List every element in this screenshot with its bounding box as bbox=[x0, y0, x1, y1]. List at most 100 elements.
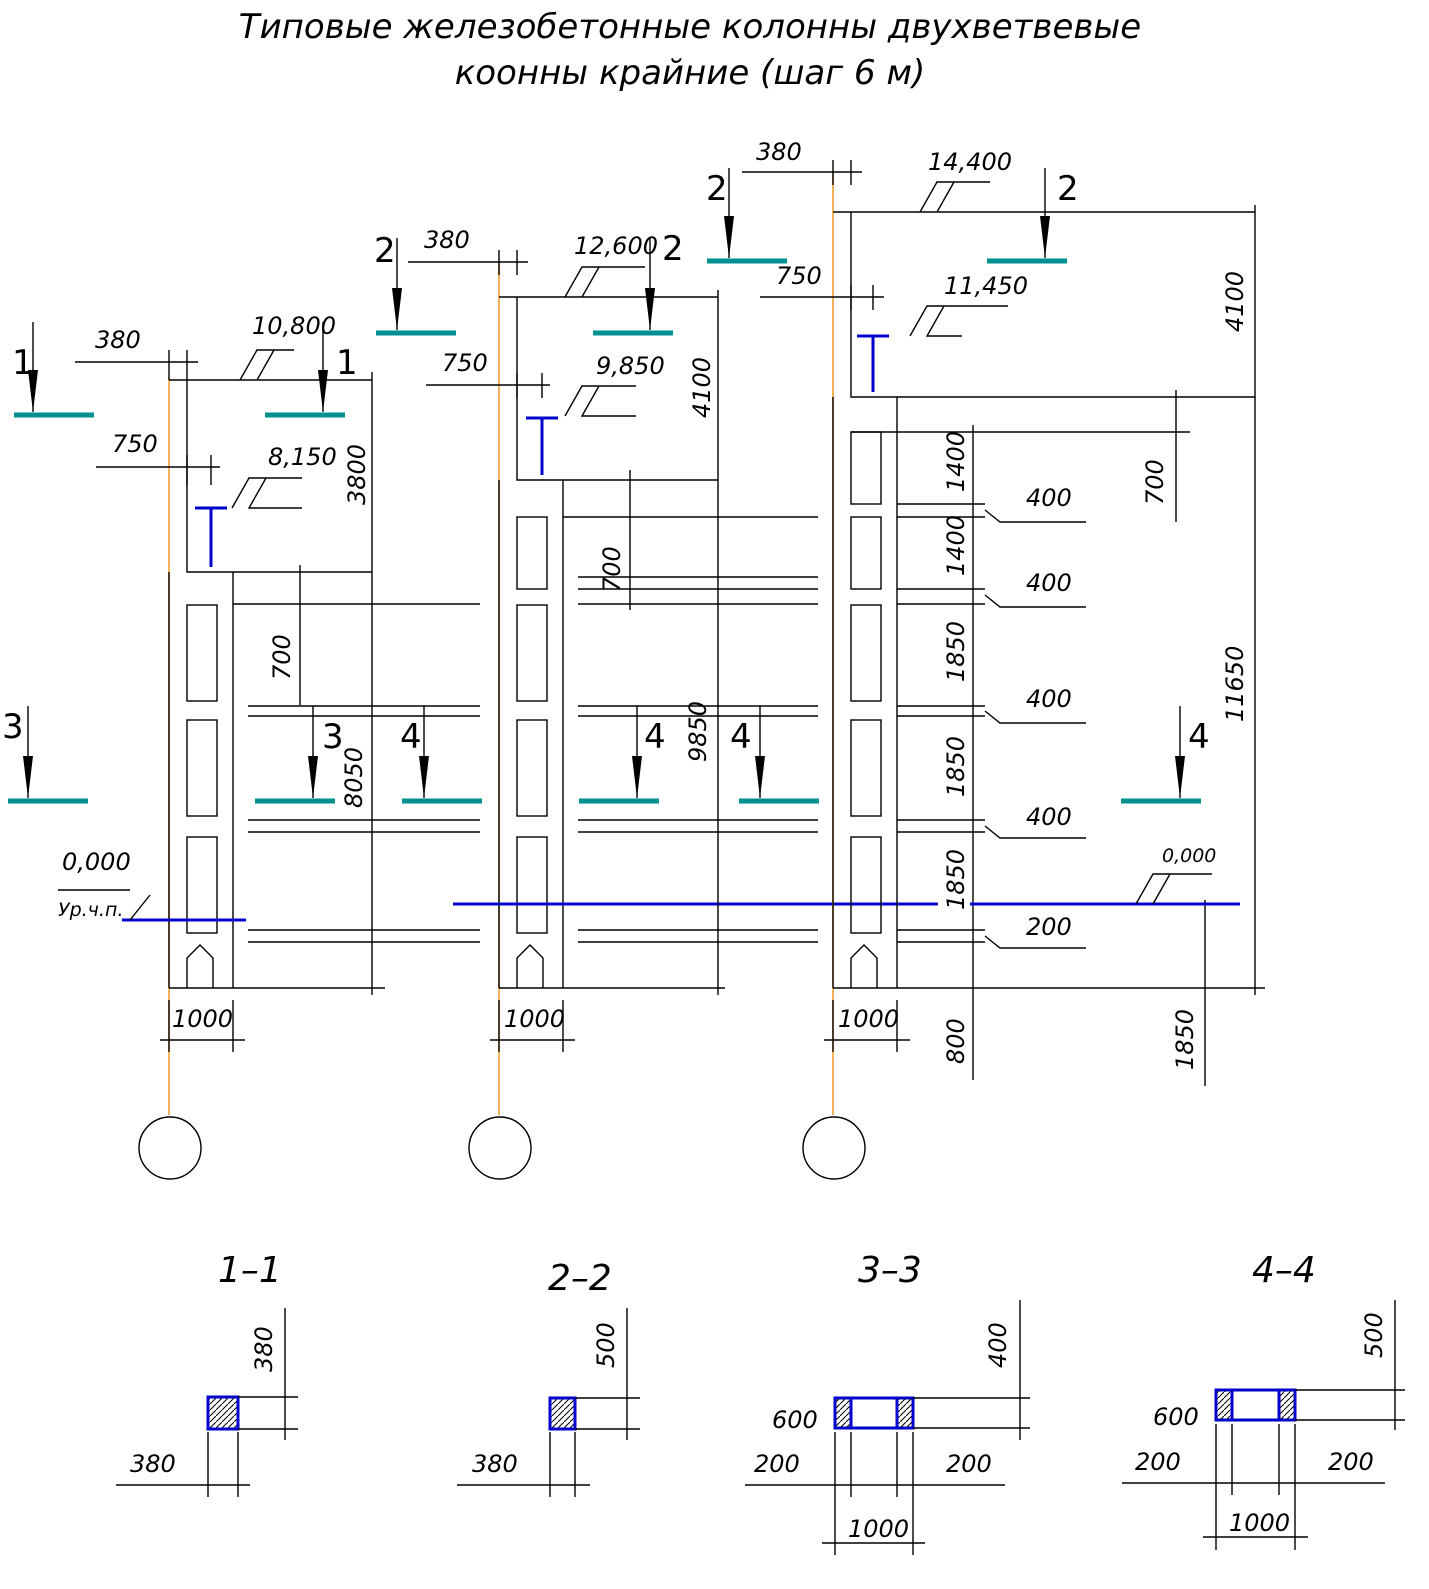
section-3-3-branch bbox=[836, 1399, 850, 1427]
column-2-axis-bubble bbox=[468, 1116, 532, 1180]
section-arrow-head bbox=[755, 756, 765, 798]
column-2-opening bbox=[516, 604, 548, 702]
section-label: 2 bbox=[662, 229, 684, 269]
column-1-dim-750-text: 750 bbox=[112, 430, 158, 458]
column-3-dim-1850-text: 1850 bbox=[942, 736, 970, 797]
column-1-elevation: 380 750 700 3800 8050 1000 10,800 8,150 … bbox=[58, 312, 480, 1180]
section-label: 4 bbox=[400, 717, 422, 757]
title-line-2: коонны крайние (шаг 6 м) bbox=[455, 53, 926, 93]
section-2-2-w: 380 bbox=[472, 1450, 518, 1478]
column-2-elev-top-text: 12,600 bbox=[574, 232, 658, 260]
column-1-elev-top-mark bbox=[239, 349, 294, 381]
section-2-2-dims bbox=[457, 1308, 640, 1497]
section-4-4-right: 200 bbox=[1328, 1448, 1374, 1476]
column-3-elev-zero-text: 0,000 bbox=[1162, 845, 1216, 867]
section-arrow-head bbox=[308, 756, 318, 798]
column-2-dim-9850-text: 9850 bbox=[684, 701, 712, 762]
column-1-section-marks: 1 1 3 3 4 bbox=[2, 322, 482, 804]
column-1-dim-1000 bbox=[160, 1000, 245, 1052]
column-2-opening bbox=[516, 836, 548, 934]
column-2-dim-380 bbox=[408, 250, 528, 275]
section-label: 3 bbox=[2, 707, 24, 747]
column-3-dim-200-text: 200 bbox=[1026, 913, 1072, 941]
column-3-dim-1000 bbox=[824, 1000, 910, 1052]
section-1-1-h: 380 bbox=[250, 1326, 278, 1372]
column-3-dim-1850-bottom-text: 1850 bbox=[1171, 1009, 1199, 1070]
column-2-opening bbox=[516, 516, 548, 590]
section-3-3-dims bbox=[745, 1300, 1030, 1555]
section-4-4-left: 200 bbox=[1135, 1448, 1181, 1476]
section-3-3-total: 1000 bbox=[848, 1515, 909, 1543]
section-4-4-title: 4–4 bbox=[1252, 1250, 1316, 1291]
section-4-4-dims bbox=[1122, 1300, 1405, 1550]
column-2-dim-750 bbox=[426, 373, 550, 398]
section-arrow-head bbox=[645, 288, 655, 330]
column-3-dim-750 bbox=[760, 285, 884, 310]
column-3-dim-11650-text: 11650 bbox=[1221, 646, 1249, 722]
column-3-opening bbox=[850, 431, 882, 505]
column-1-axis-bubble bbox=[138, 1116, 202, 1180]
section-3-3-title: 3–3 bbox=[858, 1250, 922, 1291]
column-3-axis-bubble bbox=[802, 1116, 866, 1180]
column-3-opening bbox=[850, 604, 882, 702]
column-1-dim-8050-text: 8050 bbox=[340, 747, 368, 808]
section-1-1-w: 380 bbox=[130, 1450, 176, 1478]
column-3-dim-1850-text: 1850 bbox=[942, 621, 970, 682]
section-1-1: 1–1 380 380 bbox=[116, 1250, 298, 1497]
column-2-branches bbox=[498, 480, 564, 988]
section-1-1-dims bbox=[116, 1308, 298, 1497]
section-2-2-h: 500 bbox=[592, 1322, 620, 1368]
section-3-3-right: 200 bbox=[946, 1450, 992, 1478]
column-3-dim-1400-text: 1400 bbox=[942, 515, 970, 576]
section-arrow-head bbox=[1040, 216, 1050, 258]
section-3-3: 3–3 400 600 200 200 1000 bbox=[745, 1250, 1030, 1555]
column-2-opening bbox=[516, 719, 548, 817]
column-1-dim-750 bbox=[96, 455, 220, 485]
column-1-elev-zero-mark bbox=[58, 889, 151, 921]
column-3-elevation: 380 750 1000 14,400 11,450 0,000 4100 70… bbox=[742, 138, 1265, 1180]
section-4-4-inner-text: 600 bbox=[1153, 1403, 1199, 1431]
column-2-dim-380-text: 380 bbox=[424, 226, 470, 254]
column-1-console bbox=[195, 506, 227, 567]
column-3-dim-4100-text: 4100 bbox=[1221, 271, 1249, 332]
section-4-4-total: 1000 bbox=[1229, 1509, 1290, 1537]
column-1-dim-1000-text: 1000 bbox=[172, 1005, 233, 1033]
section-arrow-head bbox=[23, 756, 33, 798]
section-3-3-h: 400 bbox=[984, 1322, 1012, 1368]
column-2-elev-console-mark bbox=[564, 385, 636, 417]
column-2-dim-1000-text: 1000 bbox=[504, 1005, 565, 1033]
column-3-dim-700-text: 700 bbox=[1141, 459, 1169, 505]
section-label: 2 bbox=[1057, 169, 1079, 209]
section-label: 3 bbox=[322, 717, 344, 757]
column-3-branches bbox=[832, 397, 898, 988]
column-1-elev-console-mark bbox=[231, 477, 302, 509]
column-3-dim-380-text: 380 bbox=[756, 138, 802, 166]
section-arrow-head bbox=[28, 370, 38, 412]
column-3-section-marks: 2 2 4 bbox=[706, 168, 1210, 804]
column-3-foot bbox=[850, 944, 878, 988]
column-3-floor-lines bbox=[833, 431, 1265, 989]
column-2-upper-part bbox=[499, 296, 718, 481]
section-3-3-inner-text: 600 bbox=[772, 1406, 818, 1434]
column-2-dim-700-text: 700 bbox=[598, 546, 626, 592]
column-2-elev-console-text: 9,850 bbox=[596, 352, 665, 380]
section-4-4-profile bbox=[1214, 1388, 1297, 1422]
column-1-floor-lines bbox=[169, 603, 480, 989]
section-label: 1 bbox=[336, 343, 358, 383]
column-3-dim-400-text: 400 bbox=[1026, 569, 1072, 597]
section-3-3-left: 200 bbox=[754, 1450, 800, 1478]
column-1-opening bbox=[186, 719, 218, 817]
column-2-dim-1000 bbox=[490, 1000, 575, 1052]
column-3-elev-zero-mark bbox=[1135, 873, 1212, 905]
section-2-2-title: 2–2 bbox=[548, 1258, 612, 1299]
column-2-elevation: 380 750 700 4100 9850 1000 12,600 9,850 bbox=[408, 226, 938, 1180]
column-3-elev-top-text: 14,400 bbox=[928, 148, 1012, 176]
column-2-console bbox=[526, 416, 558, 475]
column-2-section-marks: 2 2 4 4 bbox=[374, 229, 819, 804]
title-line-1: Типовые железобетонные колонны двухветве… bbox=[239, 7, 1141, 47]
column-1-branches bbox=[168, 572, 234, 988]
column-3-upper-part bbox=[833, 211, 1255, 398]
column-2-floor-lines bbox=[499, 516, 818, 989]
section-label: 2 bbox=[374, 231, 396, 271]
section-label: 2 bbox=[706, 169, 728, 209]
